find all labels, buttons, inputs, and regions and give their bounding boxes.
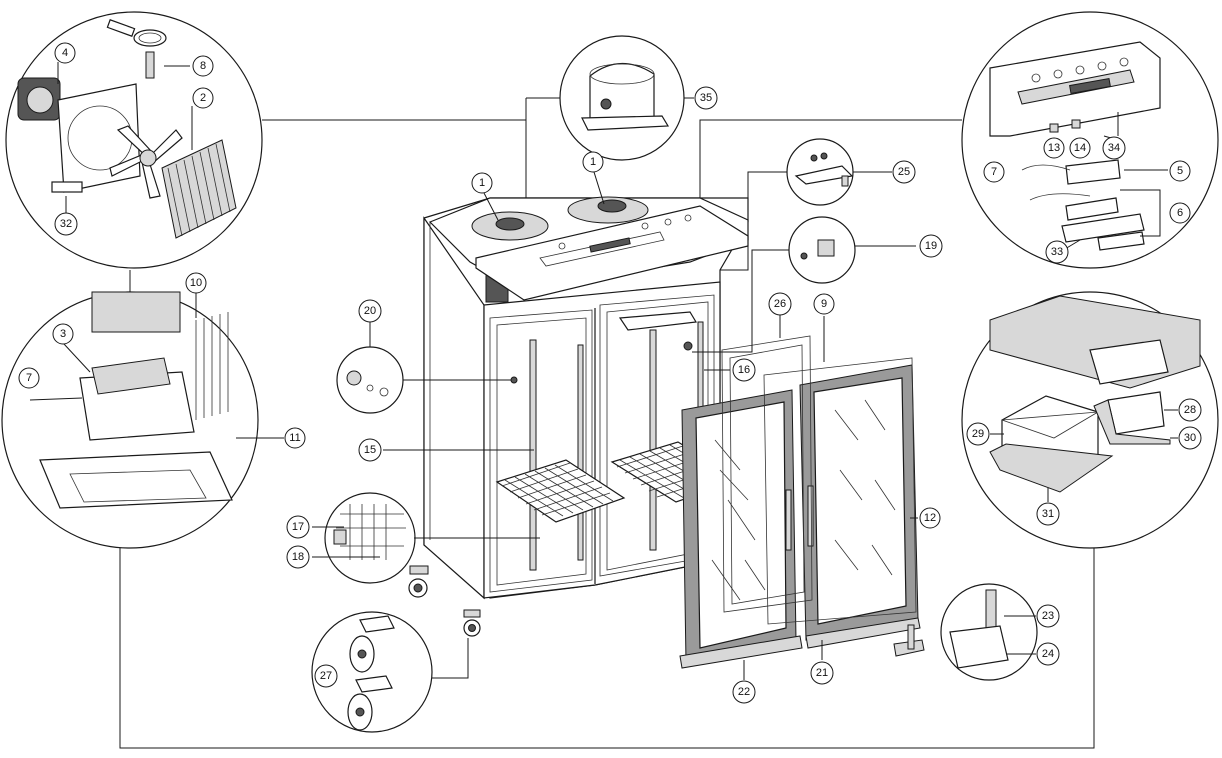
detail-pin — [336, 322, 518, 414]
callout-label: 2 — [200, 92, 206, 104]
callout-label: 12 — [924, 512, 936, 524]
detail-drain-tray — [961, 291, 1219, 549]
callout-26: 26 — [768, 292, 792, 316]
callout-label: 23 — [1042, 610, 1054, 622]
callout-29: 29 — [966, 422, 990, 446]
detail-castor — [311, 611, 469, 733]
callout-32: 32 — [54, 212, 78, 236]
callout-8: 8 — [192, 55, 214, 77]
callout-label: 20 — [364, 305, 376, 317]
callout-label: 29 — [972, 428, 984, 440]
callout-label: 28 — [1184, 404, 1196, 416]
callout-label: 1 — [479, 177, 485, 189]
callout-21: 21 — [810, 661, 834, 685]
callout-label: 5 — [1177, 165, 1183, 177]
callout-label: 7 — [26, 372, 32, 384]
callout-10: 10 — [185, 272, 207, 294]
callout-label: 26 — [774, 298, 786, 310]
callout-label: 19 — [925, 240, 937, 252]
callout-label: 35 — [700, 92, 712, 104]
callout-19: 19 — [919, 234, 943, 258]
callout-24: 24 — [1036, 642, 1060, 666]
callout-4: 4 — [54, 42, 76, 64]
callout-1-left: 1 — [471, 172, 493, 194]
callout-label: 7 — [991, 166, 997, 178]
callout-18: 18 — [286, 545, 310, 569]
callout-9: 9 — [813, 293, 835, 315]
detail-evaporator — [1, 291, 284, 549]
callout-33: 33 — [1045, 240, 1069, 264]
callout-label: 25 — [898, 166, 910, 178]
callout-label: 10 — [190, 277, 202, 289]
callout-3: 3 — [52, 323, 74, 345]
top-unit — [428, 196, 749, 301]
cabinet-body — [423, 197, 749, 600]
detail-control-panel — [961, 11, 1219, 269]
callout-label: 4 — [62, 47, 68, 59]
callout-22: 22 — [732, 680, 756, 704]
detail-condenser — [5, 11, 263, 269]
detail-hinge-pin — [683, 216, 916, 353]
callout-7-left: 7 — [18, 367, 40, 389]
callout-label: 33 — [1051, 246, 1063, 258]
callout-label: 18 — [292, 551, 304, 563]
callout-2: 2 — [192, 87, 214, 109]
callout-30: 30 — [1178, 426, 1202, 450]
callout-label: 8 — [200, 60, 206, 72]
callout-label: 1 — [590, 156, 596, 168]
glass-doors — [679, 335, 921, 669]
callout-31: 31 — [1036, 502, 1060, 526]
callout-label: 15 — [364, 444, 376, 456]
callout-17: 17 — [286, 515, 310, 539]
connector-lines — [119, 97, 1095, 749]
callout-label: 6 — [1177, 207, 1183, 219]
callout-label: 16 — [738, 364, 750, 376]
callout-label: 27 — [320, 670, 332, 682]
callout-label: 11 — [289, 432, 300, 444]
callout-15: 15 — [358, 438, 382, 462]
callout-label: 22 — [738, 686, 750, 698]
callout-label: 34 — [1108, 142, 1120, 154]
callout-27: 27 — [314, 664, 338, 688]
castors — [408, 565, 481, 637]
callout-label: 3 — [60, 328, 66, 340]
callout-35: 35 — [694, 86, 718, 110]
callout-label: 17 — [292, 521, 304, 533]
callout-14: 14 — [1069, 137, 1091, 159]
detail-shelf-clip — [312, 492, 540, 584]
callout-label: 21 — [816, 667, 828, 679]
callout-label: 31 — [1042, 508, 1054, 520]
callout-13: 13 — [1043, 137, 1065, 159]
callout-label: 13 — [1048, 142, 1060, 154]
callout-label: 14 — [1074, 142, 1086, 154]
callout-16: 16 — [732, 358, 756, 382]
callout-34: 34 — [1102, 136, 1126, 160]
callout-12: 12 — [919, 507, 941, 529]
callout-1-right: 1 — [582, 151, 604, 173]
detail-compressor — [559, 35, 694, 161]
callout-label: 24 — [1042, 648, 1054, 660]
callout-label: 32 — [60, 218, 72, 230]
detail-bracket — [720, 138, 892, 271]
callout-20: 20 — [358, 299, 382, 323]
callout-7-top: 7 — [983, 161, 1005, 183]
callout-28: 28 — [1178, 398, 1202, 422]
callout-25: 25 — [892, 160, 916, 184]
callout-23: 23 — [1036, 604, 1060, 628]
callout-label: 9 — [821, 298, 827, 310]
hinge-detail — [893, 583, 1038, 681]
callout-5: 5 — [1169, 160, 1191, 182]
callout-11: 11 — [284, 427, 306, 449]
callout-6: 6 — [1169, 202, 1191, 224]
callout-label: 30 — [1184, 432, 1196, 444]
